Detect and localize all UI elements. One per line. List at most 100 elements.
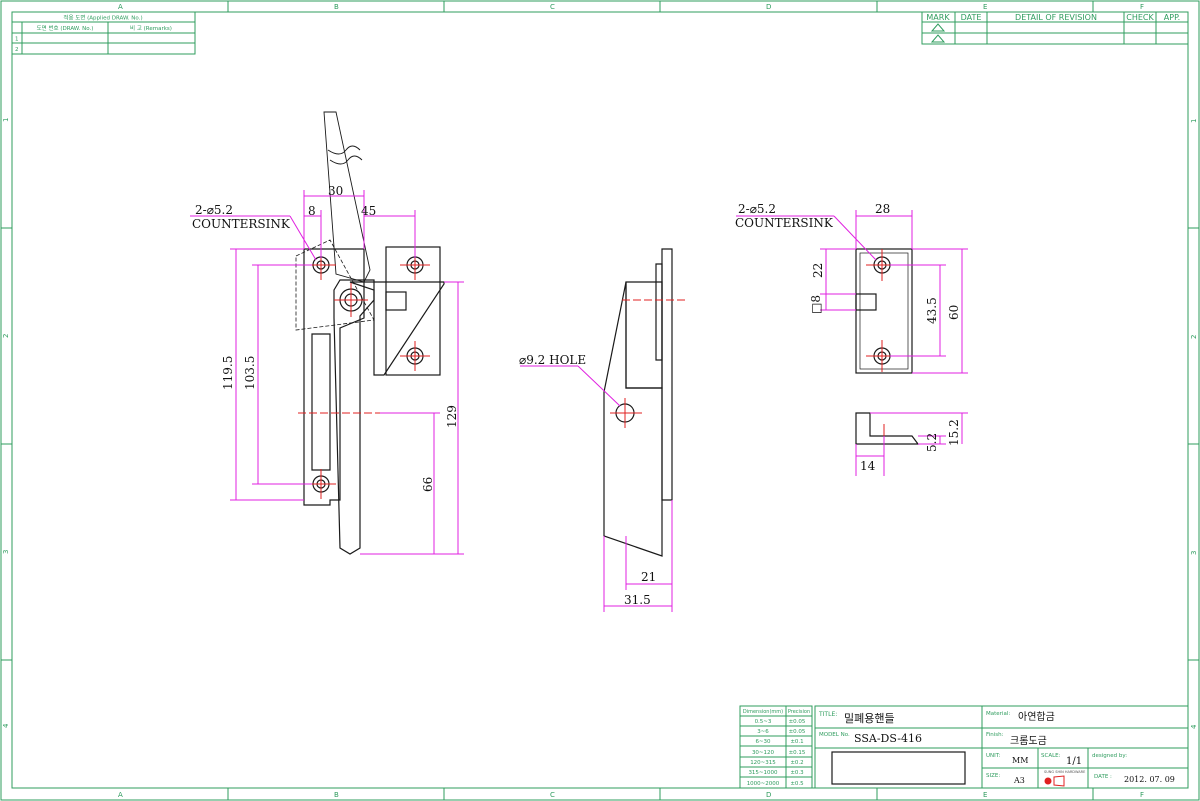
revision-check-header: CHECK bbox=[1126, 13, 1154, 22]
zone-label: C bbox=[550, 791, 555, 799]
company-logo-text: SUNG SHIN HARDWARE bbox=[1044, 770, 1085, 774]
zone-label: A bbox=[118, 791, 123, 799]
tol-prec: ±0.15 bbox=[789, 750, 806, 756]
date-label: DATE : bbox=[1094, 774, 1112, 780]
zone-label: 4 bbox=[1190, 724, 1198, 729]
dim-5-2: 5.2 bbox=[925, 433, 939, 452]
revision-app-header: APP. bbox=[1164, 13, 1180, 22]
unit-value: MM bbox=[1012, 756, 1028, 765]
dim-119-5: 119.5 bbox=[221, 356, 235, 390]
revision-detail-header: DETAIL OF REVISION bbox=[1015, 13, 1097, 22]
tol-header-prec: Precision bbox=[788, 709, 810, 715]
plate-note-countersink: COUNTERSINK bbox=[735, 216, 834, 230]
size-label: SIZE: bbox=[986, 773, 1000, 779]
dim-15-2: 15.2 bbox=[947, 419, 961, 446]
model-number: SSA-DS-416 bbox=[854, 732, 922, 745]
applied-col-remarks: 비 고 (Remarks) bbox=[130, 24, 172, 32]
side-view: ⌀9.2 HOLE 21 31.5 bbox=[519, 248, 686, 612]
tol-dim: 6~30 bbox=[755, 739, 771, 745]
front-view: 2-⌀5.2 COUNTERSINK 30 8 45 119.5 103.5 1… bbox=[190, 111, 464, 555]
applied-drawing-table: 적용 도면 (Applied DRAW. No.) 도면 번호 (DRAW. N… bbox=[11, 11, 196, 55]
zone-label: D bbox=[766, 3, 771, 11]
zone-label: E bbox=[983, 791, 987, 799]
square-slot bbox=[855, 293, 877, 311]
zone-label: 2 bbox=[2, 334, 10, 338]
applied-header: 적용 도면 (Applied DRAW. No.) bbox=[63, 14, 142, 22]
size-value: A3 bbox=[1013, 776, 1025, 785]
zone-label: C bbox=[550, 3, 555, 11]
dim-43-5: 43.5 bbox=[925, 297, 939, 324]
tol-dim: 3~6 bbox=[757, 729, 769, 735]
dim-8: 8 bbox=[308, 204, 316, 218]
tol-header-dim: Dimension(mm) bbox=[743, 709, 783, 715]
zone-label: 4 bbox=[2, 723, 10, 728]
tol-dim: 30~120 bbox=[752, 750, 775, 756]
zone-label: 3 bbox=[2, 550, 10, 554]
plate-profile bbox=[855, 412, 920, 445]
base-bracket-outline bbox=[303, 248, 365, 506]
dim-22: 22 bbox=[811, 263, 825, 278]
tol-dim: 120~315 bbox=[750, 760, 776, 766]
tol-prec: ±0.1 bbox=[790, 739, 803, 745]
applied-row-number: 2 bbox=[15, 47, 19, 53]
zone-label: D bbox=[766, 791, 771, 799]
company-logo-icon: SUNG SHIN HARDWARE bbox=[1044, 770, 1085, 787]
inner-slot bbox=[311, 333, 331, 471]
dim-45: 45 bbox=[361, 204, 376, 218]
dim-103-5: 103.5 bbox=[243, 356, 257, 390]
tol-dim: 1000~2000 bbox=[747, 781, 780, 787]
material-label: Material: bbox=[986, 711, 1010, 717]
tol-prec: ±0.2 bbox=[790, 760, 803, 766]
dim-31-5: 31.5 bbox=[624, 593, 651, 607]
tol-prec: ±0.3 bbox=[790, 770, 804, 776]
zone-label: 3 bbox=[1190, 551, 1198, 555]
plate-view: 2-⌀5.2 COUNTERSINK 28 22 □8 43.5 60 14 5… bbox=[735, 202, 968, 476]
dim-60: 60 bbox=[947, 305, 961, 320]
note-countersink-count: 2-⌀5.2 bbox=[195, 203, 233, 217]
applied-row-number: 1 bbox=[15, 37, 19, 43]
scale-value: 1/1 bbox=[1066, 756, 1082, 767]
dim-66: 66 bbox=[421, 477, 435, 492]
note-countersink: COUNTERSINK bbox=[192, 217, 291, 231]
revision-table: MARK DATE DETAIL OF REVISION CHECK APP. bbox=[921, 11, 1189, 45]
finish-label: Finish: bbox=[986, 732, 1004, 738]
dim-28: 28 bbox=[875, 202, 890, 216]
strike-plate bbox=[855, 248, 913, 374]
title-block: TITLE: 밀폐용핸들 MODEL No. SSA-DS-416 Materi… bbox=[814, 705, 1189, 789]
date-value: 2012. 07. 09 bbox=[1124, 775, 1175, 784]
drawing-number-box bbox=[831, 751, 966, 785]
plate-note-countersink-count: 2-⌀5.2 bbox=[738, 202, 776, 216]
scale-label: SCALE: bbox=[1041, 753, 1061, 759]
applied-col-drawno: 도면 번호 (DRAW. No.) bbox=[37, 24, 94, 32]
unit-label: UNIT: bbox=[986, 753, 1001, 759]
zone-label: 2 bbox=[1190, 335, 1198, 339]
finish-value: 크롬도금 bbox=[1010, 735, 1047, 747]
dim-30: 30 bbox=[328, 184, 343, 198]
tol-dim: 0.5~3 bbox=[755, 719, 772, 725]
tolerance-table: Dimension(mm) Precision 0.5~3 ±0.05 3~6 … bbox=[739, 705, 813, 789]
zone-label: F bbox=[1140, 791, 1144, 799]
zone-label: B bbox=[334, 3, 339, 11]
revision-date-header: DATE bbox=[961, 13, 982, 22]
material-value: 아연합금 bbox=[1018, 711, 1055, 723]
zone-label: F bbox=[1140, 3, 1144, 11]
zone-label: 1 bbox=[2, 118, 10, 122]
revision-triangle-icon bbox=[930, 23, 946, 43]
dim-square-8: □8 bbox=[809, 295, 823, 314]
drawing-title: 밀폐용핸들 bbox=[844, 712, 895, 725]
dim-21: 21 bbox=[641, 570, 656, 584]
keeper-plate bbox=[385, 246, 441, 376]
designed-label: designed by: bbox=[1092, 753, 1127, 759]
dim-129: 129 bbox=[445, 405, 459, 428]
border-row-labels: 1 2 3 4 1 2 3 4 bbox=[2, 118, 1198, 729]
dim-14: 14 bbox=[860, 459, 876, 473]
revision-mark-header: MARK bbox=[926, 13, 950, 22]
tol-prec: ±0.05 bbox=[789, 719, 806, 725]
side-plate bbox=[661, 248, 673, 501]
zone-label: E bbox=[983, 3, 987, 11]
title-label: TITLE: bbox=[818, 711, 837, 718]
zone-label: 1 bbox=[1190, 119, 1198, 123]
open-lever-path bbox=[295, 239, 375, 331]
